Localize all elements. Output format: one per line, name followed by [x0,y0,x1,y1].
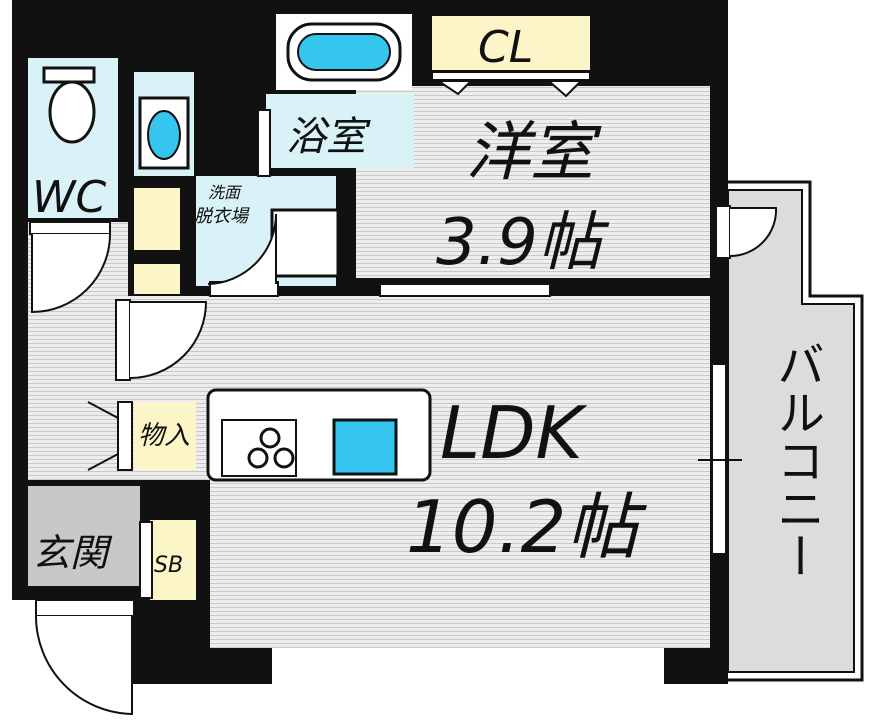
bath-label: 浴室 [286,114,371,160]
toilet-tank [42,66,96,84]
closet-floor [432,16,590,70]
washroom-label-2: 脱衣場 [194,206,250,227]
bathtub-water [297,33,391,71]
washing-machine-pan [270,208,340,278]
storage-label: 物入 [138,421,190,451]
burner-2-icon [247,447,269,469]
ldk-name: LDK [440,391,588,475]
burner-3-icon [273,447,295,469]
doors [29,109,778,716]
ldk-size: 10.2帖 [406,485,647,569]
entrance-label: 玄関 [32,531,113,575]
western-room-floor [356,86,710,278]
shoebox-floor [150,520,196,600]
closet-door-triangles [439,81,581,98]
burner-1-icon [259,427,281,449]
balcony-label: バルコニー [768,340,824,580]
washbasin-bowl [147,110,181,160]
bath-floor [266,94,414,168]
washroom-label-1: 洗面 [208,183,243,202]
shoebox-label: SB [154,553,183,578]
western-room-size: 3.9帖 [436,206,610,280]
storage-floor [134,402,196,470]
closet-label: CL [478,22,533,73]
toilet-bowl [48,80,96,144]
western-room-name: 洋室 [466,116,602,190]
wc-label: WC [32,172,107,223]
shelf-2 [134,264,180,294]
entrance-floor [28,486,140,586]
kitchen-sink [332,418,398,476]
shelf-1 [134,188,180,250]
balcony-floor [727,189,855,673]
